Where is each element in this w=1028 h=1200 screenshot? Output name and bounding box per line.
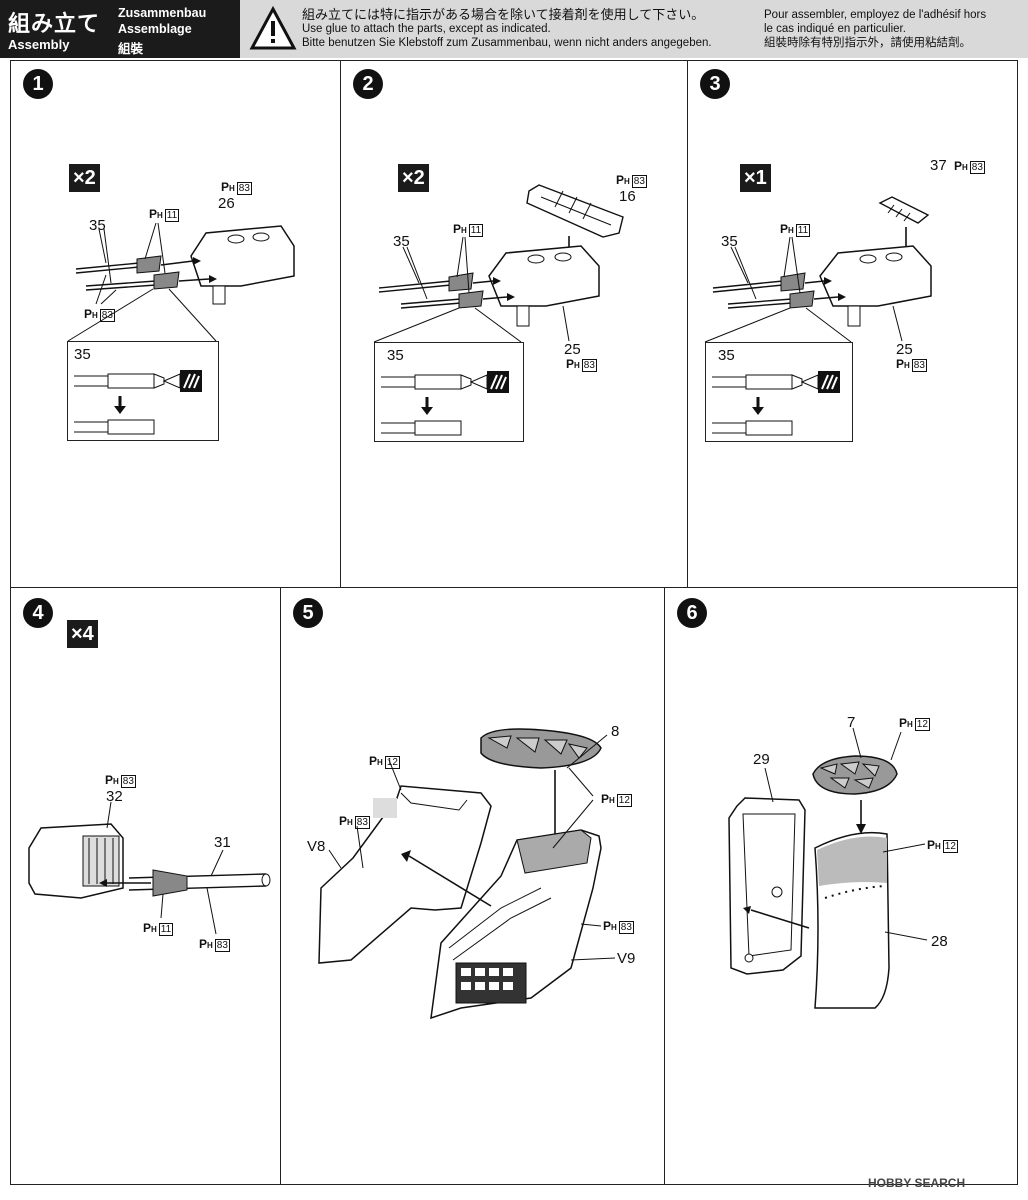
step-3-detail-inset: 35 (705, 342, 853, 442)
part-26-label: 26 (218, 195, 235, 212)
step-6-diagram (728, 727, 928, 1009)
part-28-label: 28 (931, 933, 948, 950)
step-2-number: 2 (353, 69, 383, 99)
warning-french-1: Pour assembler, employez de l'adhésif ho… (764, 9, 987, 21)
cut-detail-drawing (74, 370, 202, 435)
part-35-label: 35 (721, 233, 738, 250)
assembly-title-translations: Zusammenbau Assemblage 組裝 (110, 0, 240, 58)
assembly-title-block: 組み立て Assembly (0, 0, 110, 58)
step-2-multiplier: ×2 (398, 164, 429, 192)
part-25-label: 25 (896, 341, 913, 358)
step-3-number: 3 (700, 69, 730, 99)
warning-icon (249, 5, 297, 50)
assembly-header: 組み立て Assembly Zusammenbau Assemblage 組裝 … (0, 0, 1028, 60)
step-2-detail-inset: 35 (374, 342, 524, 442)
warning-text-left: 組み立てには特に指示がある場合を除いて接着剤を使用して下さい。 Use glue… (302, 8, 712, 50)
part-37-label: 37 (930, 157, 947, 174)
step-3-multiplier: ×1 (740, 164, 771, 192)
part-v9-label: V9 (617, 950, 636, 967)
part-7-label: 7 (847, 714, 856, 731)
part-29-label: 29 (753, 751, 770, 768)
part-8-label: 8 (611, 723, 620, 740)
step-6-number: 6 (677, 598, 707, 628)
part-32-label: 32 (106, 788, 123, 805)
warning-chinese: 組裝時除有特別指示外，請使用粘結劑。 (764, 37, 971, 49)
warning-japanese: 組み立てには特に指示がある場合を除いて接着剤を使用して下さい。 (302, 7, 705, 22)
part-v8-label: V8 (307, 838, 326, 855)
step-1-diagram (67, 222, 295, 342)
warning-french-2: le cas indiqué en particulier. (764, 23, 906, 35)
part-16-label: 16 (619, 188, 636, 205)
cut-detail-drawing (381, 371, 509, 436)
title-chinese: 組裝 (118, 42, 144, 56)
title-japanese: 組み立て (8, 11, 101, 36)
part-35-label: 35 (387, 347, 404, 364)
step-4-multiplier: ×4 (67, 620, 98, 648)
part-35-label: 35 (393, 233, 410, 250)
glue-warning-bar: 組み立てには特に指示がある場合を除いて接着剤を使用して下さい。 Use glue… (240, 0, 1028, 58)
warning-text-right: Pour assembler, employez de l'adhésif ho… (764, 8, 986, 50)
step-4-number: 4 (23, 598, 53, 628)
title-english: Assembly (8, 37, 70, 52)
step-1-multiplier: ×2 (69, 164, 100, 192)
title-french: Assemblage (118, 22, 192, 36)
part-35-label: 35 (74, 346, 91, 363)
part-35-label: 35 (718, 347, 735, 364)
step-3-diagram (704, 196, 932, 343)
step-4-diagram (28, 801, 271, 935)
step-5-diagram (318, 728, 616, 1020)
step-5-number: 5 (293, 598, 323, 628)
warning-english: Use glue to attach the parts, except as … (302, 23, 551, 35)
step-2-diagram (373, 184, 624, 343)
warning-german: Bitte benutzen Sie Klebstoff zum Zusamme… (302, 37, 712, 49)
part-35-label: 35 (89, 217, 106, 234)
step-1-number: 1 (23, 69, 53, 99)
cut-detail-drawing (712, 371, 840, 436)
part-25-label: 25 (564, 341, 581, 358)
part-31-label: 31 (214, 834, 231, 851)
title-german: Zusammenbau (118, 6, 207, 20)
hobby-search-watermark: HOBBY SEARCH (868, 1176, 966, 1190)
step-1-detail-inset: 35 (67, 341, 219, 441)
